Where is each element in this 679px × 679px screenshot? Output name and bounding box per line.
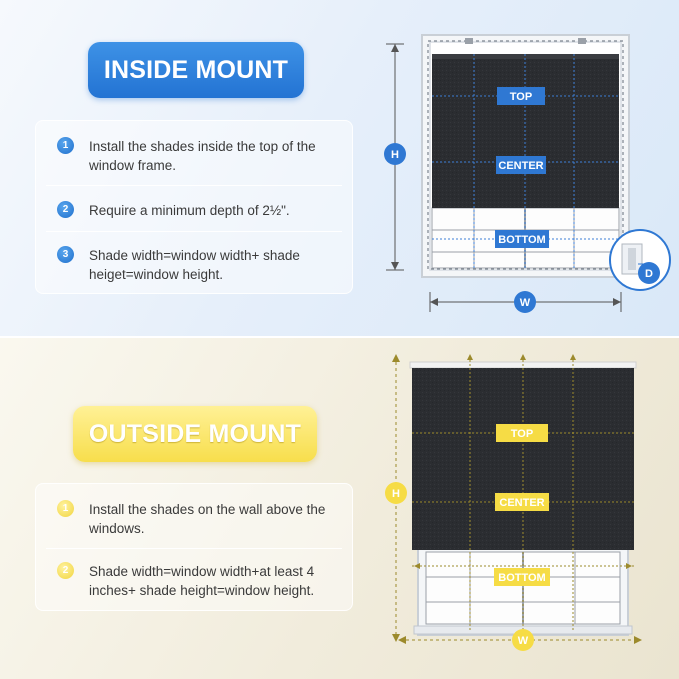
inside-mount-panel: INSIDE MOUNT 1 Install the shades inside… <box>0 0 679 338</box>
step-divider <box>46 185 342 186</box>
step-number-badge: 1 <box>57 500 74 517</box>
step-number-badge: 1 <box>57 137 74 154</box>
step-text: Require a minimum depth of 2½". <box>89 203 290 218</box>
inside-step-1: 1 Install the shades inside the top of t… <box>36 137 352 175</box>
outside-mount-steps-card: 1 Install the shades on the wall above t… <box>35 483 353 611</box>
bottom-measure-label: BOTTOM <box>495 230 549 248</box>
mount-bracket <box>578 38 586 44</box>
center-measure-label: CENTER <box>495 493 549 511</box>
shade-headrail <box>432 54 619 59</box>
top-measure-label: TOP <box>496 424 548 442</box>
inside-mount-steps-card: 1 Install the shades inside the top of t… <box>35 120 353 294</box>
inside-mount-title: INSIDE MOUNT <box>88 42 304 98</box>
inside-mount-outline <box>427 40 624 270</box>
svg-text:W: W <box>520 297 531 309</box>
outside-step-1: 1 Install the shades on the wall above t… <box>36 500 352 538</box>
top-measure-label: TOP <box>497 87 545 105</box>
height-dimension: H <box>385 354 407 642</box>
svg-text:BOTTOM: BOTTOM <box>498 234 545 246</box>
step-text: Shade width=window width+ shade heiget=w… <box>89 248 300 282</box>
width-dimension: W <box>429 291 622 313</box>
inside-mount-diagram: TOP CENTER BOTTOM H W <box>384 34 671 313</box>
step-divider <box>46 548 342 549</box>
step-divider <box>46 231 342 232</box>
svg-text:H: H <box>392 488 400 500</box>
svg-text:TOP: TOP <box>510 91 532 103</box>
inside-step-3: 3 Shade width=window width+ shade heiget… <box>36 246 352 284</box>
bottom-measure-label: BOTTOM <box>494 568 550 586</box>
svg-text:CENTER: CENTER <box>499 497 544 509</box>
step-number-badge: 3 <box>57 246 74 263</box>
height-dimension: H <box>384 43 406 271</box>
step-text: Install the shades on the wall above the… <box>89 502 326 536</box>
svg-text:TOP: TOP <box>511 428 533 440</box>
svg-text:H: H <box>391 149 399 161</box>
svg-text:D: D <box>645 268 653 280</box>
outside-step-2: 2 Shade width=window width+at least 4 in… <box>36 562 352 600</box>
step-text: Shade width=window width+at least 4 inch… <box>89 564 315 598</box>
svg-text:W: W <box>518 635 529 647</box>
measure-arrowheads <box>414 354 632 569</box>
width-dimension: W <box>398 629 642 651</box>
svg-text:CENTER: CENTER <box>498 160 543 172</box>
step-number-badge: 2 <box>57 562 74 579</box>
step-number-badge: 2 <box>57 201 74 218</box>
mount-bracket <box>465 38 473 44</box>
center-measure-label: CENTER <box>496 156 546 174</box>
inside-step-2: 2 Require a minimum depth of 2½". <box>36 201 352 220</box>
step-text: Install the shades inside the top of the… <box>89 139 316 173</box>
outside-mount-diagram: TOP CENTER BOTTOM H W <box>385 354 642 651</box>
roller-shade <box>412 368 634 550</box>
svg-text:BOTTOM: BOTTOM <box>498 572 545 584</box>
outside-mount-title: OUTSIDE MOUNT <box>73 406 317 462</box>
depth-detail: D <box>609 229 671 291</box>
